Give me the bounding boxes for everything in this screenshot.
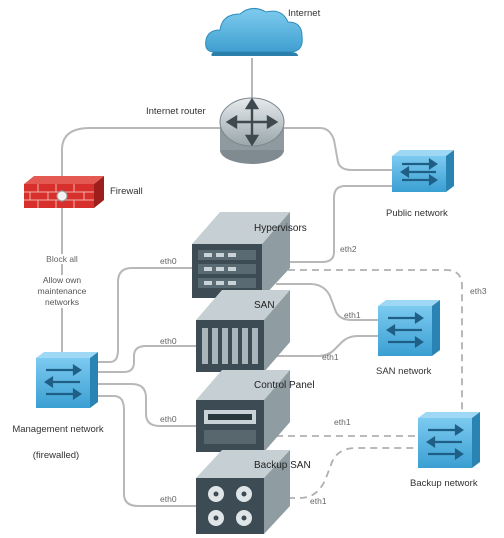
allow-own-label: Allow own maintenance networks xyxy=(22,275,102,308)
backup-network-label: Backup network xyxy=(410,478,478,489)
link-public-hypervisors xyxy=(278,185,392,263)
firewall-icon xyxy=(24,176,104,208)
link-hyp-backup xyxy=(276,269,463,414)
link-mgmt-cp xyxy=(96,383,200,427)
management-network-label: Management network xyxy=(12,424,104,435)
backup-san-eth0-label: eth0 xyxy=(160,494,177,504)
san-label: SAN xyxy=(254,300,275,311)
san-eth1-label: eth1 xyxy=(322,352,339,362)
link-bsan-backup xyxy=(276,447,418,499)
control-panel-eth0-label: eth0 xyxy=(160,414,177,424)
public-network-switch-icon xyxy=(392,150,454,192)
hypervisors-eth1-label: eth1 xyxy=(344,310,361,320)
block-all-label: Block all xyxy=(44,254,80,264)
backup-network-switch-icon xyxy=(418,412,480,468)
backup-san-eth1-label: eth1 xyxy=(310,496,327,506)
link-mgmt-hyp xyxy=(96,267,198,363)
internet-router-label: Internet router xyxy=(146,106,206,117)
backup-san-server-icon xyxy=(196,450,290,534)
internet-label: Internet xyxy=(288,8,321,19)
link-hyp-sannet xyxy=(276,283,378,321)
connections xyxy=(61,58,392,507)
internet-cloud-icon xyxy=(205,8,303,56)
firewall-label: Firewall xyxy=(110,186,143,197)
control-panel-server-icon xyxy=(196,370,290,452)
backup-san-label: Backup SAN xyxy=(254,460,311,471)
firewalled-label: (firewalled) xyxy=(32,450,80,461)
hypervisors-server-icon xyxy=(192,212,290,298)
link-mgmt-san xyxy=(96,345,200,373)
link-router-firewall xyxy=(61,127,222,178)
link-mgmt-bsan xyxy=(96,395,200,507)
hypervisors-eth0-label: eth0 xyxy=(160,256,177,266)
hypervisors-eth3-label: eth3 xyxy=(470,286,487,296)
san-network-switch-icon xyxy=(378,300,440,356)
link-san-sannet xyxy=(276,335,378,357)
control-panel-label: Control Panel xyxy=(254,380,315,391)
public-network-label: Public network xyxy=(386,208,448,219)
san-eth0-label: eth0 xyxy=(160,336,177,346)
link-router-public xyxy=(284,127,392,171)
backup-connections xyxy=(276,269,463,499)
hypervisors-eth2-label: eth2 xyxy=(340,244,357,254)
hypervisors-label: Hypervisors xyxy=(254,223,307,234)
management-network-switch-icon xyxy=(36,352,98,408)
control-panel-eth1-label: eth1 xyxy=(334,417,351,427)
san-server-icon xyxy=(196,290,290,372)
router-icon xyxy=(219,97,285,164)
san-network-label: SAN network xyxy=(376,366,432,377)
